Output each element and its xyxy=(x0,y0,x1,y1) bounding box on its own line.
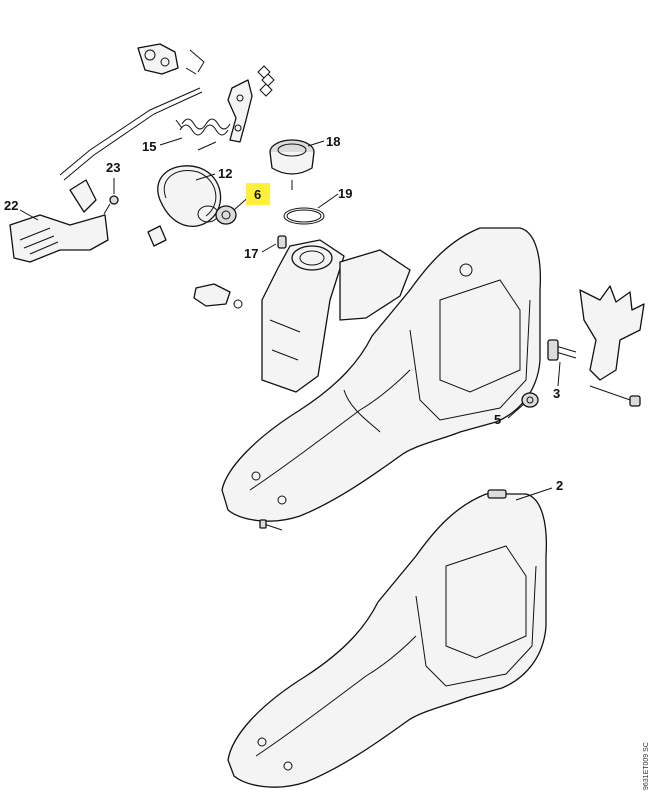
callout-22: 22 xyxy=(4,198,18,213)
upper-housing xyxy=(221,227,542,522)
callout-23: 23 xyxy=(106,160,120,175)
part-18-cap xyxy=(269,139,315,190)
switch-assembly xyxy=(137,43,205,75)
part-6-washer xyxy=(197,205,237,225)
part-22-trigger xyxy=(9,179,109,263)
callout-5: 5 xyxy=(494,412,501,427)
callout-18: 18 xyxy=(326,134,340,149)
callout-17: 17 xyxy=(244,246,258,261)
spring-upper xyxy=(257,65,275,97)
callout-labels: 15 12 6 18 19 17 23 22 5 3 2 xyxy=(4,134,563,493)
cover-gasket xyxy=(339,249,411,321)
part-5-bushing xyxy=(521,392,539,408)
callout-12: 12 xyxy=(218,166,232,181)
callout-6: 6 xyxy=(254,187,261,202)
part-12-brake-band xyxy=(147,141,222,247)
linkage-rod xyxy=(59,87,203,181)
oil-tank xyxy=(261,239,345,393)
part-17-fitting xyxy=(277,235,287,249)
leader-lines xyxy=(19,137,561,501)
callout-6-highlight xyxy=(246,183,270,205)
housing-screw xyxy=(259,519,283,531)
part-19-o-ring xyxy=(283,207,325,225)
callout-2: 2 xyxy=(556,478,563,493)
part-15-spring xyxy=(175,118,231,136)
part-3-bumper-spike xyxy=(547,285,645,407)
reference-code: 9631ET009 SC xyxy=(643,742,650,790)
lever-part xyxy=(227,79,253,143)
plug-part xyxy=(193,283,243,309)
callout-15: 15 xyxy=(142,139,156,154)
part-23-screw xyxy=(103,195,119,215)
lower-housing xyxy=(227,489,548,788)
callout-3: 3 xyxy=(553,386,560,401)
callout-19: 19 xyxy=(338,186,352,201)
